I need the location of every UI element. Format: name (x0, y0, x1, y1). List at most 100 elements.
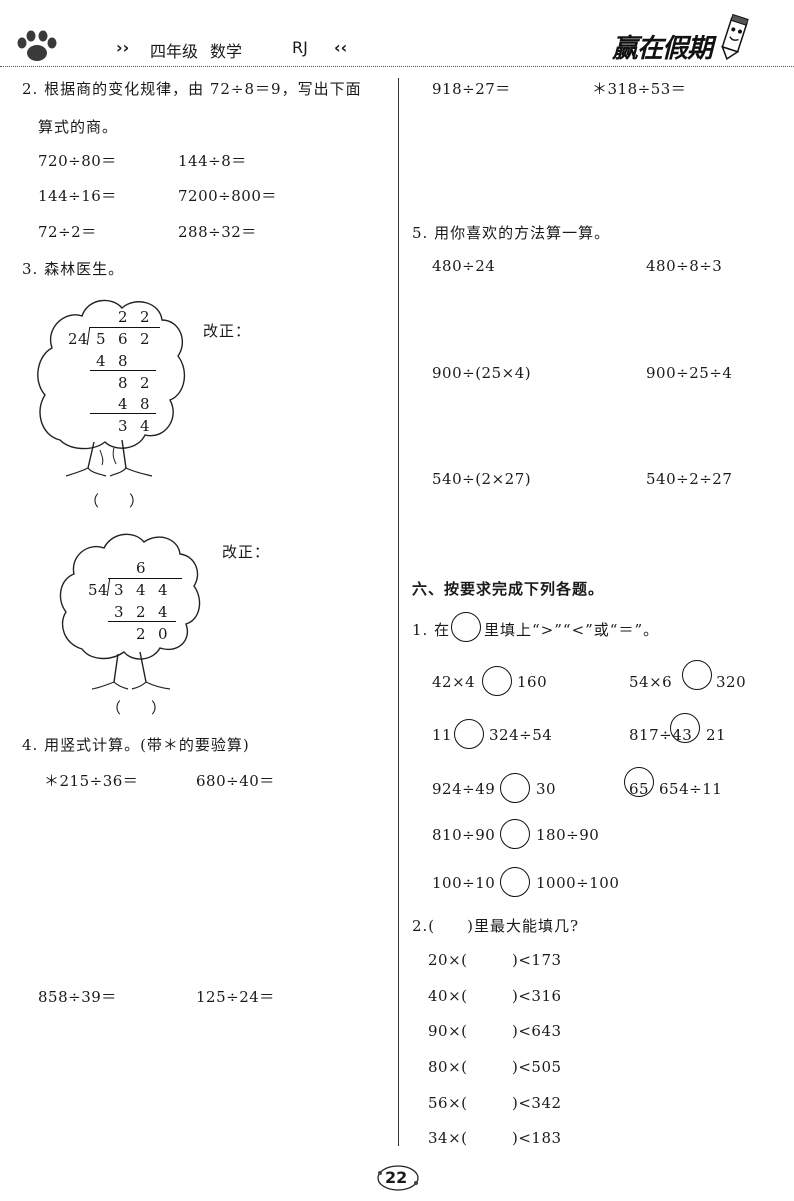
compare-right: 30 (536, 780, 557, 798)
q4-item: 125÷24＝ (196, 988, 275, 1006)
compare-right: 160 (517, 673, 548, 691)
q2-item: 7200÷800＝ (178, 187, 277, 205)
q5-item: 540÷2÷27 (646, 470, 733, 488)
judgement-parentheses[interactable]: （ ） (106, 699, 167, 717)
fill-left: 20×( (428, 951, 468, 969)
tree-icon (37, 299, 186, 477)
dividend-digit: 6 (118, 330, 129, 348)
compare-circle[interactable] (454, 719, 484, 749)
compare-right: 324÷54 (489, 726, 553, 744)
q5-item: 540÷(2×27) (432, 470, 532, 488)
divisor: 24 (68, 330, 89, 348)
dividend-digit: 3 (114, 581, 125, 599)
fill-right: )<173 (512, 951, 562, 969)
page-number: 22 (385, 1168, 408, 1187)
fill-title: 2.( )里最大能填几? (412, 917, 580, 935)
compare-left: 810÷90 (432, 826, 496, 844)
divisor: 54 (88, 581, 109, 599)
fill-left: 56×( (428, 1094, 468, 1112)
correction-label: 改正： (222, 543, 271, 561)
top-item: ＊318÷53＝ (592, 80, 687, 98)
compare-circle[interactable] (500, 819, 530, 849)
quotient-digit: 2 (140, 308, 151, 326)
q4-item: 680÷40＝ (196, 772, 275, 790)
fill-right: )<342 (512, 1094, 562, 1112)
compare-title-start: 1. 在 (412, 621, 451, 639)
column-divider (398, 78, 399, 1146)
compare-left: 924÷49 (432, 780, 496, 798)
compare-circle[interactable] (682, 660, 712, 690)
division-bar (90, 327, 160, 328)
q2-title-line2: 算式的商。 (38, 118, 119, 136)
compare-circle[interactable] (624, 767, 654, 797)
step-digit: 8 (118, 352, 129, 370)
step-digit: 2 (136, 603, 147, 621)
step-digit: 3 (114, 603, 125, 621)
brand-logo: 赢在假期 (612, 34, 713, 64)
fill-left: 40×( (428, 987, 468, 1005)
q3-title: 3. 森林医生。 (22, 260, 125, 278)
compare-circle[interactable] (500, 773, 530, 803)
remainder-digit: 2 (136, 625, 147, 643)
compare-left: 11 (432, 726, 453, 744)
compare-right: 320 (716, 673, 747, 691)
q5-item: 900÷25÷4 (646, 364, 733, 382)
remainder-digit: 0 (158, 625, 169, 643)
fill-right: )<183 (512, 1129, 562, 1147)
q5-item: 480÷8÷3 (646, 257, 723, 275)
subtraction-line (108, 621, 176, 622)
compare-right: 180÷90 (536, 826, 600, 844)
q2-item: 720÷80＝ (38, 152, 117, 170)
remainder-digit: 4 (140, 417, 151, 435)
header-divider (0, 66, 794, 67)
q5-item: 900÷(25×4) (432, 364, 532, 382)
judgement-parentheses[interactable]: （ ） (84, 492, 145, 510)
step-digit: 4 (96, 352, 107, 370)
step-digit: 4 (118, 395, 129, 413)
compare-circle[interactable] (482, 666, 512, 696)
q2-item: 288÷32＝ (178, 223, 257, 241)
compare-right: 654÷11 (659, 780, 723, 798)
compare-right: 1000÷100 (536, 874, 620, 892)
q2-title-line1: 2. 根据商的变化规律，由 72÷8＝9，写出下面 (22, 80, 362, 98)
fill-right: )<316 (512, 987, 562, 1005)
q4-item: 858÷39＝ (38, 988, 117, 1006)
q2-item: 144÷8＝ (178, 152, 247, 170)
step-digit: 2 (140, 374, 151, 392)
dividend-digit: 5 (96, 330, 107, 348)
q4-item: ＊215÷36＝ (44, 772, 139, 790)
header-arrows-right: ‹‹ (334, 38, 348, 57)
page-number-badge (377, 1165, 419, 1191)
section-6-title: 六、按要求完成下列各题。 (412, 580, 605, 598)
step-digit: 4 (158, 603, 169, 621)
fill-left: 80×( (428, 1058, 468, 1076)
compare-left: 100÷10 (432, 874, 496, 892)
fill-left: 34×( (428, 1129, 468, 1147)
remainder-digit: 3 (118, 417, 129, 435)
subtraction-line (90, 370, 156, 371)
fill-right: )<505 (512, 1058, 562, 1076)
header-arrows-left: ›› (116, 38, 130, 57)
tree-icon (59, 533, 201, 690)
compare-circle[interactable] (500, 867, 530, 897)
step-digit: 8 (140, 395, 151, 413)
pencil-mascot-icon (721, 13, 749, 61)
dividend-digit: 4 (158, 581, 169, 599)
q4-title: 4. 用竖式计算。(带＊的要验算) (22, 736, 250, 754)
top-item: 918÷27＝ (432, 80, 511, 98)
correction-label: 改正： (203, 322, 252, 340)
compare-left: 54×6 (629, 673, 673, 691)
paw-icon (17, 30, 57, 61)
compare-left: 42×4 (432, 673, 476, 691)
step-digit: 8 (118, 374, 129, 392)
header-edition: RJ (292, 38, 308, 57)
header-grade: 四年级 (150, 42, 199, 61)
q2-item: 72÷2＝ (38, 223, 97, 241)
quotient-digit: 6 (136, 559, 147, 577)
q5-title: 5. 用你喜欢的方法算一算。 (412, 224, 611, 242)
fill-left: 90×( (428, 1022, 468, 1040)
compare-right: 21 (706, 726, 727, 744)
circle-icon (451, 612, 481, 642)
compare-circle[interactable] (670, 713, 700, 743)
compare-title-end: 里填上“>”“<”或“＝”。 (484, 621, 660, 639)
